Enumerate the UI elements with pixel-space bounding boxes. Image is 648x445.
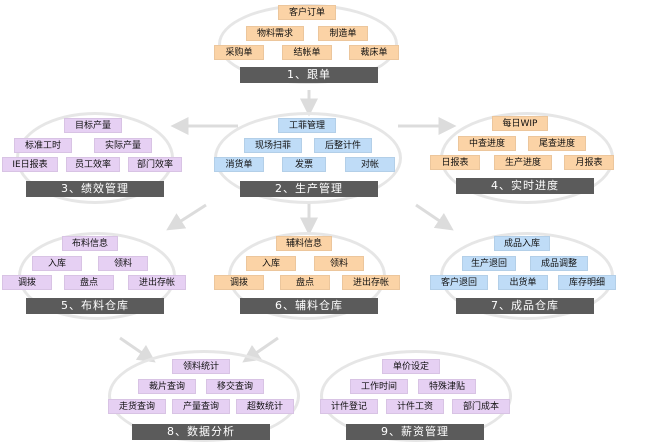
module-5-root: 布料信息 (62, 236, 118, 251)
module-6-node: 调拨 (214, 275, 264, 290)
module-9-node: 部门成本 (452, 399, 510, 414)
module-5-node: 盘点 (64, 275, 114, 290)
module-9-node: 工作时间 (350, 379, 408, 394)
module-8-node: 超数统计 (236, 399, 294, 414)
module-3-node: 员工效率 (66, 157, 120, 172)
module-9-ring (320, 350, 512, 442)
module-6-node: 领料 (314, 256, 364, 271)
module-8-ring (108, 350, 300, 442)
arrow-2-to-7 (415, 203, 454, 231)
module-3-root: 目标产量 (64, 118, 122, 133)
module-9-title: 9、薪资管理 (346, 424, 484, 440)
module-2-node: 对帐 (345, 157, 395, 172)
module-1-root: 客户订单 (278, 5, 336, 20)
module-1-node: 采购单 (214, 45, 264, 60)
module-4-node: 生产进度 (494, 155, 552, 170)
module-8-node: 移交查询 (206, 379, 264, 394)
module-4-title: 4、实时进度 (456, 178, 594, 194)
module-6-node: 入库 (246, 256, 296, 271)
module-4-node: 月报表 (564, 155, 614, 170)
module-5-title: 5、布料仓库 (26, 298, 164, 314)
module-3-node: 标准工时 (14, 138, 72, 153)
module-9-node: 计件工资 (386, 399, 444, 414)
module-3-node: IE日报表 (2, 157, 58, 172)
module-9-node: 特殊津贴 (418, 379, 476, 394)
module-6-root: 辅料信息 (276, 236, 332, 251)
module-4-root: 每日WIP (492, 116, 548, 131)
module-3-node: 部门效率 (128, 157, 182, 172)
module-8-title: 8、数据分析 (132, 424, 270, 440)
module-7-node: 生产退回 (462, 256, 516, 271)
module-2-node: 发票 (282, 157, 326, 172)
module-4-node: 中查进度 (458, 136, 516, 151)
module-1-node: 制造单 (318, 26, 368, 41)
module-1-title: 1、跟单 (240, 67, 378, 83)
module-2-title: 2、生产管理 (240, 181, 378, 197)
module-7-root: 成品入库 (494, 236, 550, 251)
module-8-node: 裁片查询 (138, 379, 196, 394)
module-5-node: 进出存帐 (128, 275, 186, 290)
module-6-node: 盘点 (280, 275, 330, 290)
module-2-node: 后整计件 (314, 138, 372, 153)
module-4-node: 尾查进度 (528, 136, 586, 151)
module-1-node: 裁床单 (349, 45, 399, 60)
module-7-node: 出货单 (498, 275, 548, 290)
arrow-5-to-8 (119, 336, 156, 363)
module-1-node: 物料需求 (246, 26, 304, 41)
module-3-title: 3、绩效管理 (26, 181, 164, 197)
arrow-2-to-5 (166, 203, 207, 231)
module-8-root: 领料统计 (172, 359, 230, 374)
module-4-node: 日报表 (430, 155, 480, 170)
module-8-node: 走货查询 (108, 399, 166, 414)
module-2-root: 工菲管理 (278, 118, 336, 133)
module-6-node: 进出存帐 (342, 275, 400, 290)
module-9-root: 单价设定 (382, 359, 440, 374)
module-1-node: 结帐单 (282, 45, 332, 60)
module-7-title: 7、成品仓库 (456, 298, 594, 314)
module-6-title: 6、辅料仓库 (240, 298, 378, 314)
module-7-node: 库存明细 (558, 275, 616, 290)
module-9-node: 计件登记 (320, 399, 378, 414)
module-3-node: 实际产量 (94, 138, 152, 153)
module-5-node: 调拨 (2, 275, 52, 290)
module-5-node: 领料 (98, 256, 148, 271)
module-7-node: 客户退回 (430, 275, 488, 290)
module-2-node: 消货单 (214, 157, 264, 172)
module-7-node: 成品调整 (530, 256, 588, 271)
module-2-node: 现场扫菲 (244, 138, 302, 153)
module-8-node: 产量查询 (172, 399, 230, 414)
module-5-node: 入库 (32, 256, 82, 271)
